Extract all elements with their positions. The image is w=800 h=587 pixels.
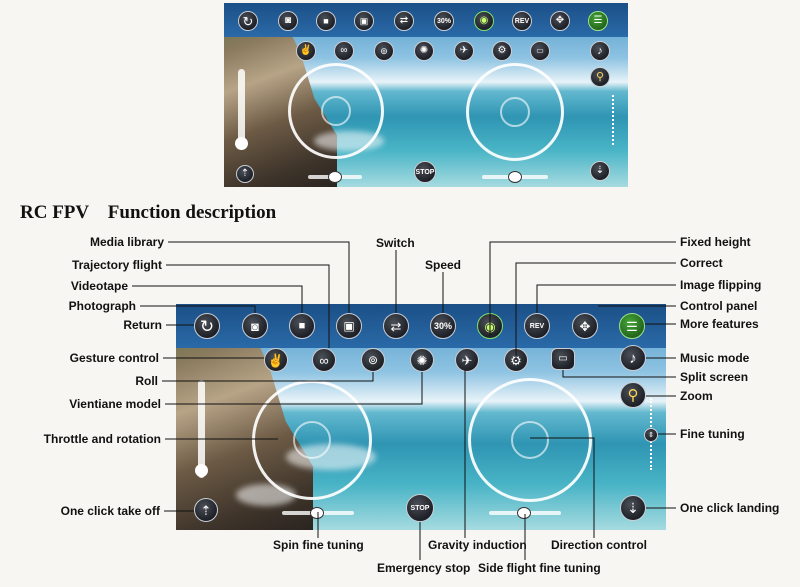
- label-correct: Correct: [680, 256, 723, 270]
- label-fixed-height: Fixed height: [680, 235, 751, 249]
- preview-settings-icon[interactable]: ⚙: [492, 41, 512, 61]
- preview-zoom-icon[interactable]: ⚲: [590, 67, 610, 87]
- photograph-icon[interactable]: ◙: [242, 313, 268, 339]
- roll-icon[interactable]: ∞: [312, 348, 336, 372]
- preview-takeoff-icon[interactable]: ⇡: [236, 165, 254, 183]
- zoom-icon[interactable]: ⚲: [620, 382, 646, 408]
- one-click-landing-icon[interactable]: ⇣: [620, 495, 646, 521]
- preview-right-joystick[interactable]: [466, 63, 564, 161]
- label-roll: Roll: [135, 374, 158, 388]
- preview-left-joystick-knob[interactable]: [321, 96, 351, 126]
- label-media-library: Media library: [89, 235, 164, 249]
- preview-split-screen-icon[interactable]: ▭: [530, 41, 550, 61]
- page-heading: RC FPV Function description: [20, 202, 277, 223]
- preview-fixed-height-icon[interactable]: ◉: [474, 11, 494, 31]
- preview-fine-tuning-rail[interactable]: [612, 95, 618, 145]
- music-mode-icon[interactable]: ♪: [620, 345, 646, 371]
- preview-control-panel-icon[interactable]: ✥: [550, 11, 570, 31]
- preview-correct-icon[interactable]: ✺: [414, 41, 434, 61]
- vientiane-model-icon[interactable]: ⊚: [361, 348, 385, 372]
- media-library-icon[interactable]: ▣: [336, 313, 362, 339]
- preview-music-icon[interactable]: ♪: [590, 41, 610, 61]
- control-panel-icon[interactable]: ✥: [572, 313, 598, 339]
- correct-icon[interactable]: ✺: [410, 348, 434, 372]
- preview-left-joystick[interactable]: [288, 63, 384, 159]
- emergency-stop-button[interactable]: STOP: [406, 494, 434, 522]
- label-videotape: Videotape: [70, 279, 128, 293]
- label-one-click-take-off: One click take off: [60, 504, 160, 518]
- label-throttle-rotation: Throttle and rotation: [43, 432, 161, 446]
- preview-screen: ↻ ◙ ■ ▣ ⇄ 30% ◉ REV ✥ ☰ ✌ ∞ ⊚ ✺ ✈ ⚙ ▭ ♪ …: [224, 3, 628, 187]
- label-more-features: More features: [680, 317, 759, 331]
- speed-button[interactable]: 30%: [430, 313, 456, 339]
- label-trajectory-flight: Trajectory flight: [71, 258, 162, 272]
- label-fine-tuning: Fine tuning: [680, 427, 745, 441]
- preview-switch-icon[interactable]: ⇄: [394, 11, 414, 31]
- direction-joystick-knob[interactable]: [511, 421, 549, 459]
- fixed-height-icon[interactable]: ◉: [477, 313, 503, 339]
- more-features-icon[interactable]: ☰: [619, 313, 645, 339]
- label-music-mode: Music mode: [680, 351, 750, 365]
- preview-roll-icon[interactable]: ∞: [334, 41, 354, 61]
- preview-landing-icon[interactable]: ⇣: [590, 161, 610, 181]
- return-icon[interactable]: ↻: [194, 313, 220, 339]
- label-photograph: Photograph: [68, 299, 136, 313]
- label-vientiane-model: Vientiane model: [69, 397, 161, 411]
- preview-image-flip-button[interactable]: REV: [512, 11, 532, 31]
- label-side-flight-fine-tuning: Side flight fine tuning: [478, 561, 601, 575]
- preview-spin-slider[interactable]: [308, 171, 362, 183]
- preview-gravity-icon[interactable]: ✈: [454, 41, 474, 61]
- preview-stop-button[interactable]: STOP: [414, 161, 436, 183]
- preview-gesture-icon[interactable]: ✌: [296, 41, 316, 61]
- videotape-icon[interactable]: ■: [289, 313, 315, 339]
- preview-speed-button[interactable]: 30%: [434, 11, 454, 31]
- preview-media-library-icon[interactable]: ▣: [354, 11, 374, 31]
- preview-throttle-slider[interactable]: [235, 69, 248, 150]
- preview-more-features-icon[interactable]: ☰: [588, 11, 608, 31]
- label-one-click-landing: One click landing: [680, 501, 780, 515]
- label-control-panel: Control panel: [680, 299, 758, 313]
- label-speed: Speed: [425, 258, 462, 272]
- preview-side-slider[interactable]: [482, 171, 548, 183]
- throttle-joystick-knob[interactable]: [293, 421, 331, 459]
- preview-vientiane-icon[interactable]: ⊚: [374, 41, 394, 61]
- spin-fine-tuning-slider[interactable]: [282, 507, 354, 519]
- preview-photograph-icon[interactable]: ◙: [278, 11, 298, 31]
- preview-right-joystick-knob[interactable]: [500, 97, 530, 127]
- switch-icon[interactable]: ⇄: [383, 313, 409, 339]
- split-screen-icon[interactable]: ▭: [551, 348, 575, 370]
- label-switch: Switch: [376, 236, 415, 250]
- fine-tuning-knob[interactable]: ⇕: [644, 428, 658, 442]
- throttle-slider[interactable]: [195, 380, 208, 478]
- side-flight-fine-tuning-slider[interactable]: [489, 507, 561, 519]
- label-gesture-control: Gesture control: [69, 351, 159, 365]
- label-zoom: Zoom: [680, 389, 713, 403]
- label-return: Return: [123, 318, 162, 332]
- settings-gear-icon[interactable]: ⚙: [504, 348, 528, 372]
- label-split-screen: Split screen: [680, 370, 749, 384]
- label-emergency-stop: Emergency stop: [377, 561, 471, 575]
- label-image-flipping: Image flipping: [680, 278, 762, 292]
- label-spin-fine-tuning: Spin fine tuning: [273, 538, 364, 552]
- preview-return-icon[interactable]: ↻: [238, 11, 258, 31]
- label-direction-control: Direction control: [551, 538, 648, 552]
- label-gravity-induction: Gravity induction: [428, 538, 527, 552]
- one-click-takeoff-icon[interactable]: ⇡: [194, 498, 218, 522]
- image-flip-button[interactable]: REV: [524, 313, 550, 339]
- gesture-control-icon[interactable]: ✌: [264, 348, 288, 372]
- gravity-induction-icon[interactable]: ✈: [455, 348, 479, 372]
- preview-videotape-icon[interactable]: ■: [316, 11, 336, 31]
